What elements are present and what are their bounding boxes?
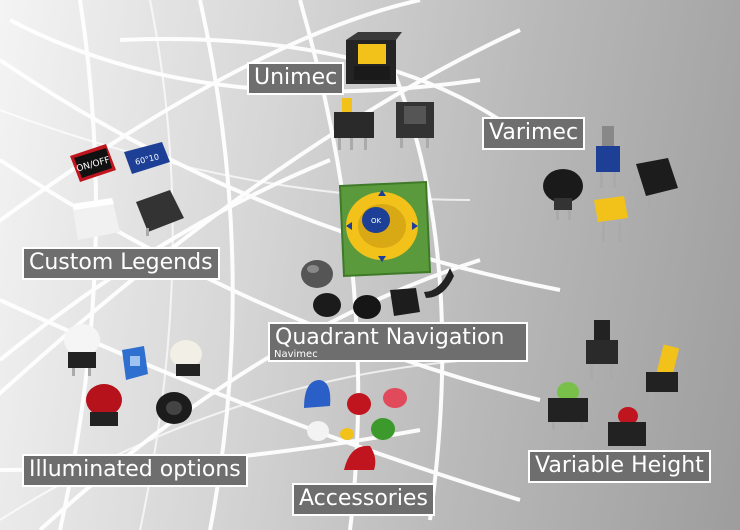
navimec-cap-black-left bbox=[313, 293, 341, 317]
label-unimec: Unimec bbox=[247, 62, 345, 95]
varimec-round-black bbox=[543, 169, 583, 220]
label-variable-height: Variable Height bbox=[528, 450, 711, 483]
navimec-cap-arrow bbox=[390, 288, 420, 316]
accessory-blue-dome bbox=[304, 380, 331, 408]
variable-height-tall-black bbox=[586, 320, 618, 380]
illuminated-white-dome bbox=[64, 324, 100, 376]
label-quadrant-navigation-text: Quadrant Navigation bbox=[275, 325, 505, 350]
illuminated-cream-cap bbox=[170, 340, 202, 376]
unimec-switch-yellow bbox=[346, 32, 402, 84]
variable-height-yellow-tall bbox=[646, 344, 680, 400]
unimec-switch-small-yellow bbox=[334, 98, 374, 150]
varimec-yellow-cap bbox=[594, 196, 628, 242]
navimec-cap-corner bbox=[424, 268, 454, 298]
accessory-red-dome bbox=[344, 445, 376, 470]
accessory-yellow-cap bbox=[340, 428, 354, 440]
navimec-pcb-board: OK bbox=[338, 180, 432, 278]
label-varimec: Varimec bbox=[482, 117, 586, 150]
label-illuminated-options: Illuminated options bbox=[22, 454, 248, 487]
legend-key-numeric: 60°10 bbox=[124, 142, 170, 174]
label-accessories: Accessories bbox=[292, 483, 435, 516]
accessory-green-cap bbox=[371, 418, 395, 440]
legend-key-on-off: ON/OFF bbox=[70, 144, 116, 182]
varimec-square-black bbox=[636, 158, 678, 208]
illuminated-red-cap bbox=[86, 384, 122, 426]
variable-height-green bbox=[548, 382, 588, 430]
label-custom-legends: Custom Legends bbox=[22, 247, 220, 280]
accessory-white-cap bbox=[307, 421, 329, 441]
navimec-cap-grey-dome bbox=[301, 260, 333, 288]
illuminated-black-round bbox=[156, 392, 192, 424]
legend-key-white bbox=[72, 198, 120, 240]
center-ok-label: OK bbox=[371, 217, 382, 225]
label-quadrant-navigation: Quadrant Navigation bbox=[268, 322, 528, 362]
variable-height-red bbox=[608, 407, 646, 446]
illuminated-blue-module bbox=[122, 346, 148, 380]
unimec-switch-square bbox=[396, 102, 434, 148]
label-navimec: Navimec bbox=[274, 349, 318, 360]
accessory-pink-cap bbox=[383, 388, 407, 408]
accessory-red-round bbox=[347, 393, 371, 415]
legend-key-dark bbox=[136, 190, 184, 236]
navimec-cap-black-center bbox=[353, 295, 381, 319]
varimec-stem-blue bbox=[596, 126, 620, 188]
